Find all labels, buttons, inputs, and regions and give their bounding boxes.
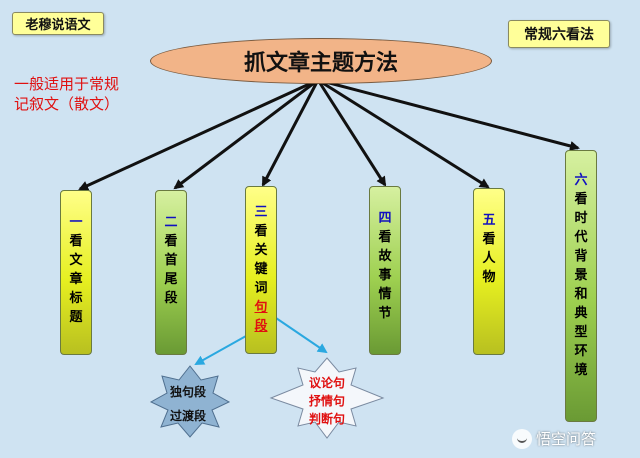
method-col-5-char: 物	[482, 270, 496, 285]
star-right-text: 议论句 抒情句 判断句	[292, 374, 362, 428]
watermark: 悟空问答	[512, 428, 596, 449]
method-col-6-char: 典	[574, 306, 588, 321]
star-left-text: 独句段 过渡段	[155, 383, 221, 425]
method-col-5: 五看人物	[473, 188, 505, 355]
scope-note-line-2: 记叙文（散文）	[14, 95, 120, 113]
method-col-1-number: 一	[69, 215, 83, 230]
method-col-2-char: 看	[164, 234, 178, 249]
method-col-5-char: 人	[482, 251, 496, 266]
arrow-to-col-1	[78, 78, 319, 191]
method-col-4-char: 故	[378, 249, 392, 264]
method-col-6-char: 背	[574, 249, 588, 264]
arrow-to-col-3	[261, 79, 320, 187]
method-col-4-number: 四	[378, 211, 392, 226]
method-col-1: 一看文章标题	[60, 190, 92, 355]
method-col-6-char: 和	[574, 287, 588, 302]
method-col-3-char: 段	[254, 319, 268, 334]
star-right-shape	[269, 357, 385, 439]
method-col-1-char: 标	[69, 291, 83, 306]
method-col-6-char: 景	[574, 268, 588, 283]
method-col-6: 六看时代背景和典型环境	[565, 150, 597, 422]
arrow-to-col-5	[317, 78, 490, 189]
method-col-1-char: 章	[69, 272, 83, 287]
method-col-1-char: 题	[69, 310, 83, 325]
method-col-3-char: 键	[254, 262, 268, 277]
watermark-text: 悟空问答	[536, 430, 597, 448]
method-col-2-char: 首	[164, 253, 178, 268]
method-col-4-char: 看	[378, 230, 392, 245]
method-col-3-char: 词	[254, 281, 268, 296]
method-col-4: 四看故事情节	[369, 186, 401, 355]
method-col-3-number: 三	[254, 205, 268, 220]
arrow-to-star-right	[275, 317, 328, 354]
badge-author: 老穆说语文	[12, 12, 104, 35]
star-right-item-3: 判断句	[308, 412, 345, 426]
arrow-to-col-6	[317, 78, 580, 151]
method-col-6-char: 代	[574, 230, 588, 245]
method-col-5-number: 五	[482, 213, 496, 228]
sub-arrows	[194, 317, 328, 365]
badge-method-name: 常规六看法	[508, 20, 610, 48]
method-col-4-char: 事	[378, 268, 392, 283]
method-col-6-char: 看	[574, 192, 588, 207]
arrow-to-star-left	[194, 335, 247, 365]
method-col-4-char: 情	[378, 287, 392, 302]
star-left-item-1: 独句段	[169, 385, 206, 399]
star-right-item-2: 抒情句	[308, 394, 345, 408]
method-col-3-char: 关	[254, 243, 268, 258]
method-col-1-char: 文	[69, 253, 83, 268]
main-topic-ellipse: 抓文章主题方法	[150, 38, 492, 84]
arrow-to-col-4	[316, 79, 387, 187]
method-col-2-char: 尾	[164, 272, 178, 287]
method-col-6-char: 时	[574, 211, 588, 226]
star-left-item-2: 过渡段	[169, 409, 206, 423]
method-col-4-char: 节	[378, 306, 392, 321]
main-topic-title: 抓文章主题方法	[243, 51, 398, 76]
arrow-to-col-2	[173, 78, 319, 190]
chat-bubble-icon	[512, 428, 532, 449]
main-arrows	[78, 78, 580, 191]
method-col-6-char: 境	[574, 363, 588, 378]
scope-note: 一般适用于常规 记叙文（散文）	[14, 74, 154, 114]
scope-note-line-1: 一般适用于常规	[14, 75, 120, 93]
method-col-6-char: 型	[574, 325, 588, 340]
star-right-item-1: 议论句	[308, 376, 345, 390]
method-col-3-char: 句	[254, 300, 268, 315]
method-col-6-number: 六	[574, 173, 588, 188]
method-col-3-char: 看	[254, 224, 268, 239]
method-col-2-number: 二	[164, 215, 178, 230]
method-col-1-char: 看	[69, 234, 83, 249]
method-col-2: 二看首尾段	[155, 190, 187, 355]
star-left-shape	[149, 365, 231, 438]
method-col-3: 三看关键词句段	[245, 186, 277, 354]
method-col-6-char: 环	[574, 344, 588, 359]
method-col-2-char: 段	[164, 291, 178, 306]
method-col-5-char: 看	[482, 232, 496, 247]
